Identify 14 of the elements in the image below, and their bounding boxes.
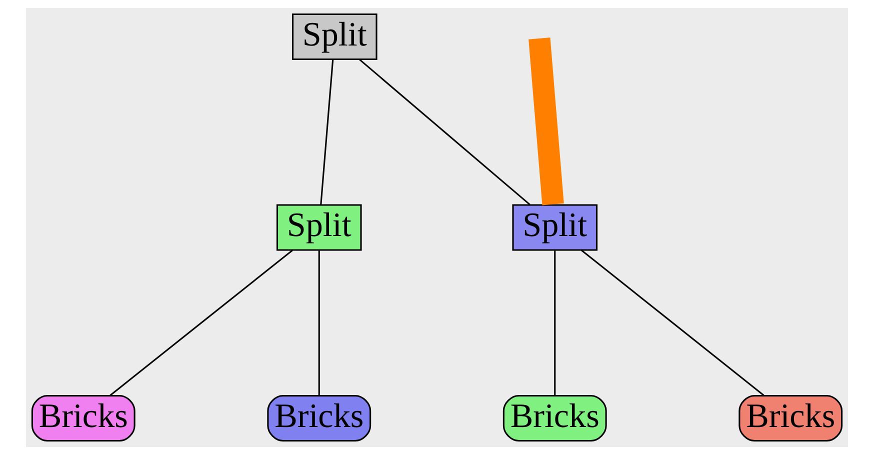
node-box: Split: [512, 204, 598, 251]
connector: [110, 250, 294, 396]
node-box: Split: [276, 204, 362, 251]
connector: [358, 58, 530, 206]
node-box: Bricks: [502, 395, 607, 442]
connector: [528, 38, 564, 206]
connector: [320, 60, 334, 205]
connector: [318, 250, 320, 396]
node-box: Bricks: [738, 395, 843, 442]
connector: [580, 250, 764, 396]
connector: [554, 250, 556, 396]
node-box: Bricks: [267, 395, 372, 442]
node-box: Bricks: [31, 395, 136, 442]
node-box: Split: [292, 13, 378, 60]
